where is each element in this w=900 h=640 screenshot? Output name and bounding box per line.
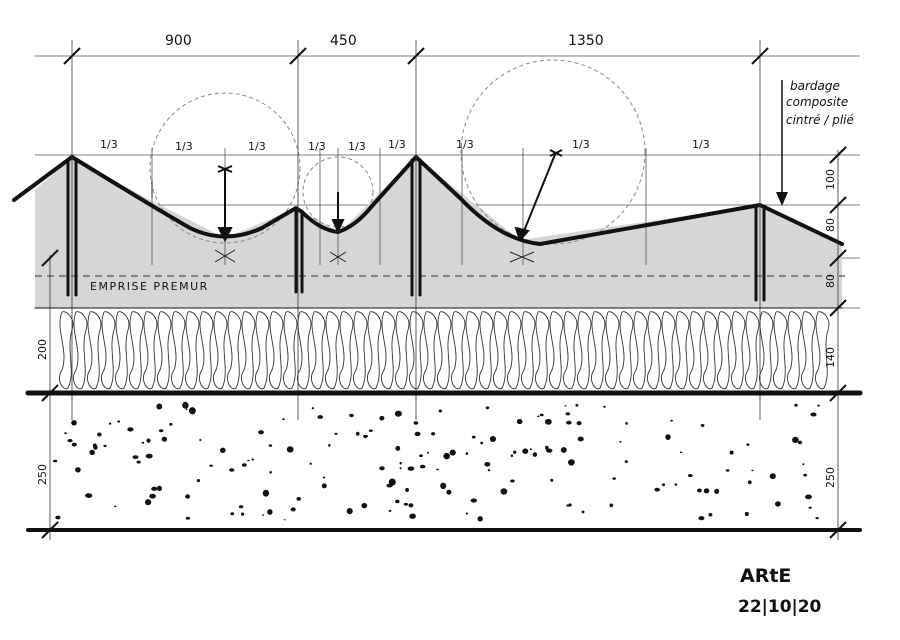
posts <box>66 158 766 302</box>
third-label: 1/3 <box>100 138 118 151</box>
right-dim-label: 140 <box>824 347 837 368</box>
third-labels: 1/3 1/3 1/3 1/3 1/3 1/3 1/3 1/3 1/3 <box>100 138 710 153</box>
right-dim-label: 80 <box>824 218 837 232</box>
insulation-layer <box>58 311 830 390</box>
emprise-label: EMPRISE PREMUR <box>90 280 209 293</box>
radius-arrows <box>217 149 563 243</box>
emprise-grey-band <box>35 157 842 308</box>
dimension-450: 450 <box>330 33 357 49</box>
dimension-verticals <box>49 40 839 540</box>
cladding-profile <box>12 155 844 246</box>
left-dim-label: 200 <box>36 339 49 360</box>
structure-lines <box>25 307 863 532</box>
right-dim-label: 80 <box>824 274 837 288</box>
third-label: 1/3 <box>175 140 193 153</box>
third-label: 1/3 <box>388 138 406 151</box>
third-label: 1/3 <box>248 140 266 153</box>
cladding-annotation: bardage composite cintré / plié <box>776 79 854 206</box>
gravel-layer <box>52 401 820 522</box>
construction-crosses <box>151 180 535 263</box>
third-label: 1/3 <box>348 140 366 153</box>
third-label: 1/3 <box>572 138 590 151</box>
right-dim-label: 250 <box>824 467 837 488</box>
left-dimension-labels: 200 250 <box>36 339 49 485</box>
third-label: 1/3 <box>692 138 710 151</box>
annotation-line-3: cintré / plié <box>786 113 854 127</box>
signature-name: ARtE <box>740 565 791 587</box>
dimension-900: 900 <box>165 33 192 49</box>
right-dim-label: 100 <box>824 169 837 190</box>
dimension-1350: 1350 <box>568 33 604 49</box>
third-label: 1/3 <box>308 140 326 153</box>
signature-date: 22|10|20 <box>738 597 822 617</box>
annotation-line-1: bardage <box>790 79 840 93</box>
left-dim-label: 250 <box>36 464 49 485</box>
right-dimension-labels: 100 80 80 140 250 <box>824 169 837 488</box>
annotation-line-2: composite <box>786 95 848 109</box>
third-label: 1/3 <box>456 138 474 151</box>
